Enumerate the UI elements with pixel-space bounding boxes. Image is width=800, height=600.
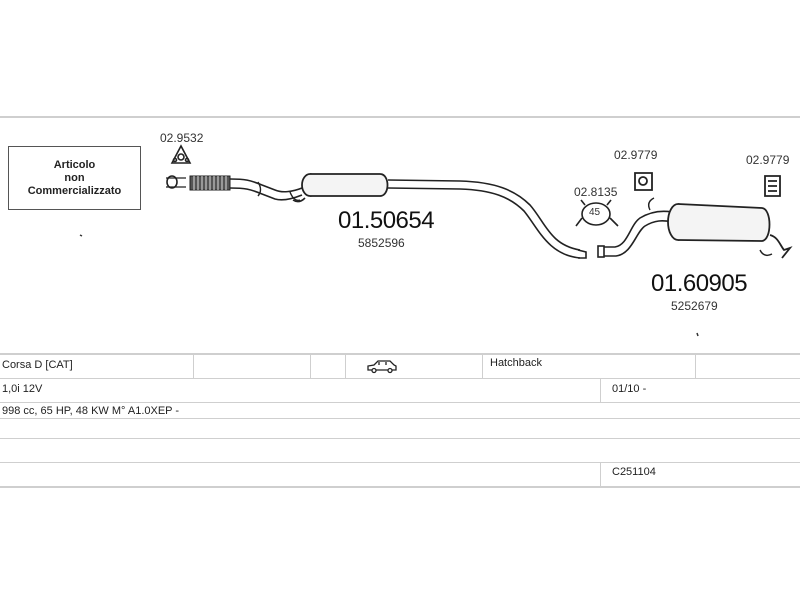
marker-dot-1	[79, 234, 83, 237]
col-line-6	[600, 379, 601, 402]
engine-spec: 998 cc, 65 HP, 48 KW M° A1.0XEP -	[2, 405, 180, 417]
clamp-code[interactable]: 02.8135	[574, 185, 618, 199]
front-section-code[interactable]: 01.50654	[338, 207, 435, 234]
engine: 1,0i 12V	[2, 383, 43, 395]
front-muffler	[301, 173, 389, 197]
hanger2-code[interactable]: 02.9779	[746, 153, 790, 167]
marker-dot-2	[696, 332, 699, 337]
hanger-icon-2	[764, 175, 781, 197]
frame-bottom-line	[0, 486, 800, 488]
rear-muffler	[667, 203, 793, 259]
body-type: Hatchback	[490, 357, 542, 369]
hanger-icon-1	[634, 172, 653, 191]
clamp-icon	[575, 199, 619, 227]
note-line-2: non	[64, 171, 85, 184]
gasket-code[interactable]: 02.9532	[160, 131, 204, 145]
gasket-icon	[170, 144, 192, 164]
rear-section-code[interactable]: 01.60905	[651, 270, 748, 297]
frame-divider-line	[0, 353, 800, 355]
rear-section-oem: 5252679	[671, 299, 718, 313]
catalog-code: C251104	[612, 466, 656, 478]
front-flex-pipe	[166, 175, 306, 203]
vehicle-model: Corsa D [CAT]	[2, 359, 73, 371]
rear-inlet-pipe	[597, 197, 673, 258]
clamp-size: 45	[589, 207, 601, 218]
col-line-4	[482, 355, 483, 378]
row-line-3	[0, 418, 800, 419]
middle-pipe	[387, 179, 587, 259]
frame-top-line	[0, 116, 800, 118]
row-line-2	[0, 402, 800, 403]
row-line-5	[0, 462, 800, 463]
col-line-3	[345, 355, 346, 378]
row-line-1	[0, 378, 800, 379]
hanger1-code[interactable]: 02.9779	[614, 148, 658, 162]
row-line-4	[0, 438, 800, 439]
col-line-1	[193, 355, 194, 378]
col-line-2	[310, 355, 311, 378]
note-line-1: Articolo	[53, 158, 96, 171]
car-icon	[367, 360, 397, 374]
col-line-7	[600, 463, 601, 486]
col-line-5	[695, 355, 696, 378]
note-line-3: Commercializzato	[27, 184, 122, 197]
front-section-oem: 5852596	[358, 236, 405, 250]
not-available-note: Articolo non Commercializzato	[8, 146, 141, 210]
production-date: 01/10 -	[612, 383, 647, 395]
